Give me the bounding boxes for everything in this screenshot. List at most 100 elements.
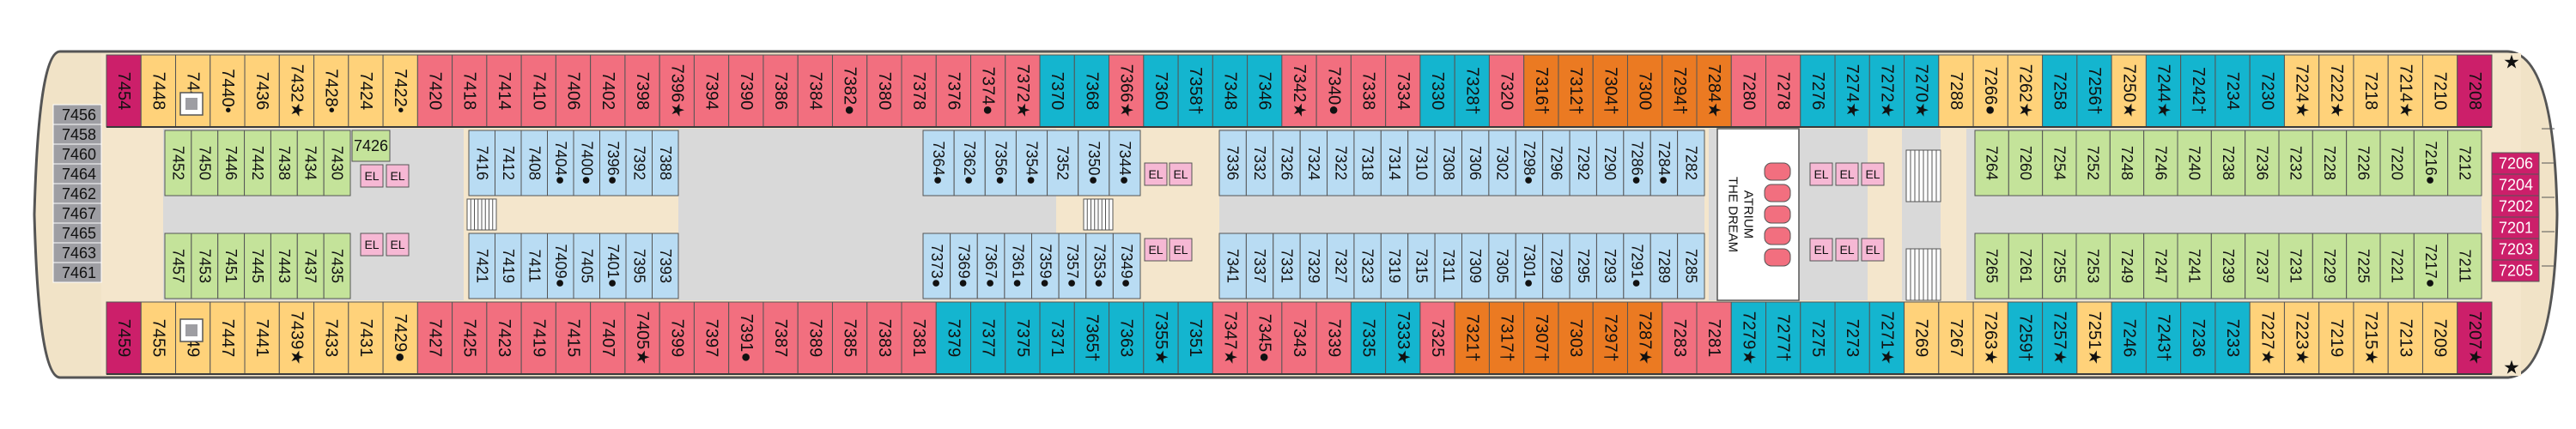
interior-cabin[interactable]: 7367● [976, 233, 1005, 299]
interior-cabin-box[interactable] [573, 130, 600, 196]
cabin[interactable]: 7242† [2180, 54, 2216, 128]
cabin-box[interactable] [1350, 54, 1387, 128]
cabin-box[interactable] [244, 301, 280, 375]
cabin[interactable]: 7377 [970, 301, 1006, 375]
cabin[interactable]: 7386 [762, 54, 799, 128]
interior-cabin-box[interactable] [652, 130, 679, 196]
interior-cabin-box[interactable] [2075, 233, 2111, 299]
interior-cabin-box[interactable] [1273, 233, 1301, 299]
cabin-box[interactable] [140, 301, 177, 375]
cabin-box[interactable] [1073, 54, 1110, 128]
cabin[interactable]: 7227★ [2249, 301, 2285, 375]
interior-cabin-box[interactable] [1353, 130, 1382, 196]
cabin-box[interactable] [2076, 54, 2112, 128]
cabin[interactable]: 7262★ [2007, 54, 2044, 128]
interior-cabin-box[interactable] [296, 233, 325, 299]
interior-cabin-box[interactable] [1299, 130, 1328, 196]
interior-cabin-box[interactable] [495, 233, 522, 299]
interior-cabin[interactable]: 7310 [1407, 130, 1436, 196]
interior-cabin-box[interactable] [1434, 130, 1462, 196]
cabin-box[interactable] [1281, 301, 1317, 375]
interior-cabin[interactable]: 7430 [323, 130, 351, 196]
cabin[interactable]: 7382● [831, 54, 868, 128]
cabin[interactable]: 7215★ [2353, 301, 2389, 375]
cabin-box[interactable] [1834, 301, 1870, 375]
interior-cabin[interactable]: 7434 [296, 130, 325, 196]
interior-cabin[interactable]: 7228 [2312, 130, 2348, 196]
interior-cabin[interactable]: 7388 [652, 130, 679, 196]
interior-cabin[interactable]: 7301● [1515, 233, 1544, 299]
cabin-box[interactable] [1868, 301, 1905, 375]
interior-cabin[interactable]: 7237 [2245, 233, 2280, 299]
interior-cabin[interactable]: 7289 [1649, 233, 1679, 299]
interior-cabin[interactable]: 7217● [2413, 233, 2449, 299]
cabin[interactable]: 7407 [590, 301, 626, 375]
cabin-box[interactable] [1109, 301, 1145, 375]
cabin[interactable]: 7272★ [1868, 54, 1905, 128]
interior-cabin-box[interactable] [922, 130, 955, 196]
cabin[interactable]: 7277† [1765, 301, 1801, 375]
interior-cabin[interactable]: 7419 [495, 233, 522, 299]
cabin-box[interactable] [313, 301, 349, 375]
cabin[interactable]: 7304† [1592, 54, 1628, 128]
interior-cabin[interactable]: 7353● [1085, 233, 1114, 299]
cabin[interactable]: 7330 [1419, 54, 1455, 128]
interior-cabin-box[interactable] [468, 130, 495, 196]
cabin[interactable]: 7398 [624, 54, 660, 128]
cabin-box[interactable] [1281, 54, 1317, 128]
cabin[interactable]: 7371 [1039, 301, 1075, 375]
cabin-box[interactable] [1904, 301, 1940, 375]
cabin-box[interactable] [2283, 301, 2320, 375]
interior-cabin[interactable]: 7306 [1461, 130, 1490, 196]
bow-cabin-box[interactable] [2491, 152, 2540, 175]
interior-cabin[interactable]: 7261 [2008, 233, 2044, 299]
cabin[interactable]: 7399 [659, 301, 695, 375]
cabin[interactable]: 7328† [1454, 54, 1490, 128]
cabin-box[interactable] [1938, 301, 1974, 375]
interior-cabin-box[interactable] [296, 130, 325, 196]
cabin-box[interactable] [2215, 301, 2251, 375]
interior-cabin[interactable]: 7361● [1004, 233, 1032, 299]
cabin[interactable]: 7219 [2318, 301, 2354, 375]
interior-cabin-box[interactable] [1649, 130, 1679, 196]
cabin[interactable]: 7363 [1109, 301, 1145, 375]
interior-cabin[interactable]: 7421 [468, 233, 495, 299]
interior-cabin[interactable]: 7236 [2245, 130, 2280, 196]
interior-cabin[interactable]: 7292 [1569, 130, 1597, 196]
cabin-box[interactable] [624, 54, 660, 128]
cabin-box[interactable] [1662, 301, 1698, 375]
interior-cabin[interactable]: 7238 [2210, 130, 2246, 196]
cabin[interactable]: 7366★ [1109, 54, 1145, 128]
cabin-box[interactable] [1558, 54, 1594, 128]
interior-cabin-box[interactable] [164, 130, 192, 196]
interior-cabin[interactable]: 7332 [1245, 130, 1274, 196]
interior-cabin[interactable]: 7336 [1218, 130, 1247, 196]
interior-cabin-box[interactable] [1058, 233, 1087, 299]
interior-cabin[interactable]: 7451 [217, 233, 246, 299]
interior-cabin[interactable]: 7401● [599, 233, 627, 299]
cabin-box[interactable] [1005, 54, 1041, 128]
interior-cabin-box[interactable] [520, 130, 548, 196]
interior-cabin[interactable]: 7327 [1327, 233, 1355, 299]
interior-cabin[interactable]: 7229 [2312, 233, 2348, 299]
cabin[interactable]: 7213 [2387, 301, 2423, 375]
interior-cabin-box[interactable] [2312, 130, 2348, 196]
cabin[interactable]: 7441 [244, 301, 280, 375]
cabin-box[interactable] [452, 54, 488, 128]
cabin-box[interactable] [901, 301, 937, 375]
cabin-box[interactable] [2457, 54, 2493, 128]
interior-cabin[interactable]: 7299 [1542, 233, 1571, 299]
cabin[interactable]: 7381 [901, 301, 937, 375]
cabin-box[interactable] [624, 301, 660, 375]
cabin[interactable]: 7317† [1488, 301, 1525, 375]
interior-cabin[interactable]: 7212 [2447, 130, 2482, 196]
cabin[interactable]: 7280 [1730, 54, 1767, 128]
cabin[interactable]: 7246 [2111, 301, 2147, 375]
cabin[interactable]: 7339 [1315, 301, 1352, 375]
cabin-box[interactable] [520, 54, 556, 128]
interior-cabin[interactable]: 7356● [984, 130, 1017, 196]
interior-cabin-box[interactable] [573, 233, 600, 299]
interior-cabin[interactable]: 7231 [2278, 233, 2313, 299]
cabin-box[interactable] [278, 54, 315, 128]
interior-cabin-box[interactable] [191, 233, 219, 299]
